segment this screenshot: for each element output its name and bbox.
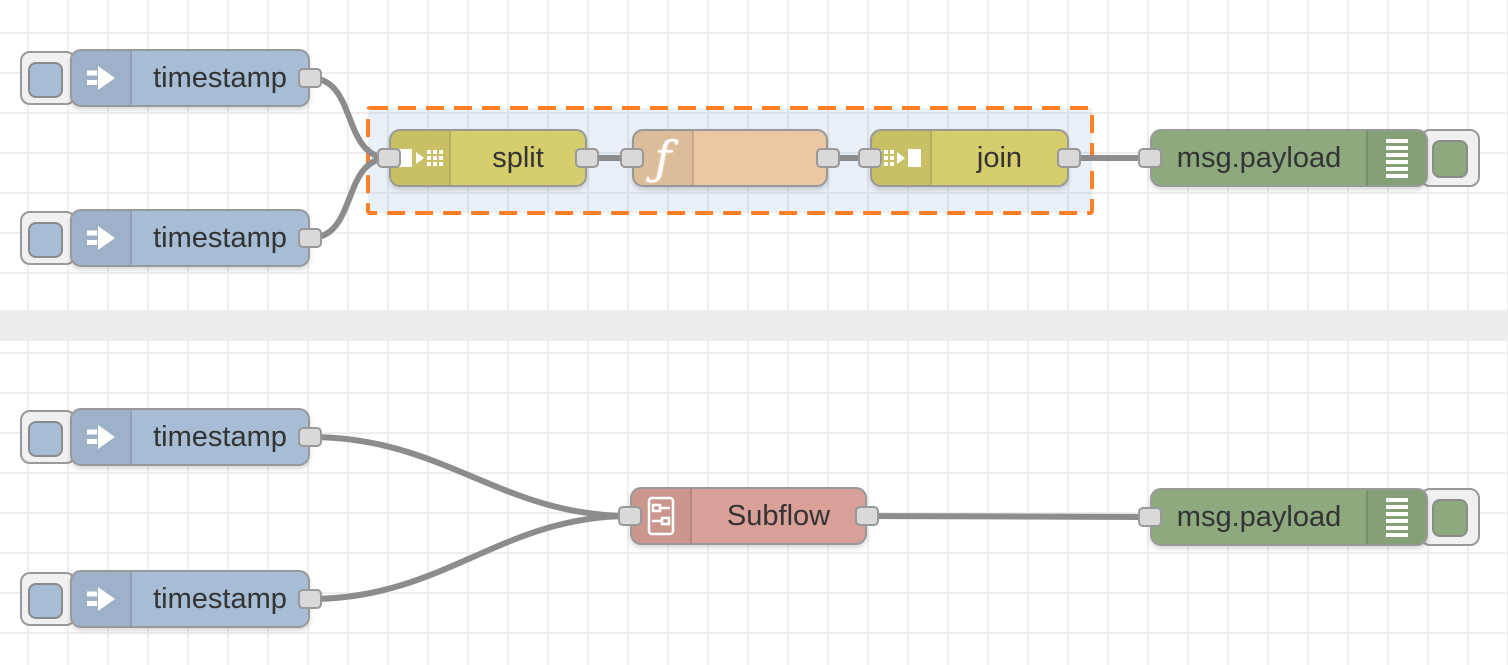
- wire-subflow-debug2[interactable]: [864, 513, 1153, 520]
- node-debug-1[interactable]: msg.payload: [1138, 129, 1480, 187]
- debug-button-face: [1432, 140, 1468, 178]
- subflow-icon: [647, 496, 675, 536]
- output-port[interactable]: [816, 148, 840, 168]
- inject-arrow-icon: [87, 587, 115, 611]
- wire-inject3-subflow[interactable]: [307, 434, 633, 519]
- node-icon-area: [72, 410, 132, 464]
- debug-list-icon: [1386, 139, 1408, 178]
- node-inject-3[interactable]: timestamp: [20, 408, 322, 466]
- output-port[interactable]: [298, 68, 322, 88]
- function-icon: ƒ: [654, 131, 672, 185]
- wire-inject4-subflow[interactable]: [307, 513, 633, 602]
- inject-trigger-button[interactable]: [20, 211, 76, 265]
- wire-inject2-split[interactable]: [307, 155, 392, 241]
- output-port[interactable]: [298, 589, 322, 609]
- node-inject-1[interactable]: timestamp: [20, 49, 322, 107]
- node-icon-area: [72, 572, 132, 626]
- debug-toggle-button[interactable]: [1420, 488, 1480, 546]
- wire-inject1-split[interactable]: [307, 75, 392, 161]
- output-port[interactable]: [855, 506, 879, 526]
- node-label: join: [976, 141, 1023, 174]
- inject-arrow-icon: [87, 66, 115, 90]
- node-icon-area: [72, 51, 132, 105]
- debug-toggle-button[interactable]: [1420, 129, 1480, 187]
- node-icon-area: [872, 131, 932, 185]
- output-port[interactable]: [298, 427, 322, 447]
- input-port[interactable]: [1138, 507, 1162, 527]
- inject-arrow-icon: [87, 226, 115, 250]
- output-port[interactable]: [298, 228, 322, 248]
- node-debug-2[interactable]: msg.payload: [1138, 488, 1480, 546]
- node-icon-area: [391, 131, 451, 185]
- node-icon-area: [1366, 131, 1426, 185]
- input-port[interactable]: [618, 506, 642, 526]
- join-icon: [878, 149, 921, 167]
- inject-button-face: [28, 421, 63, 457]
- debug-button-face: [1432, 499, 1468, 537]
- node-subflow[interactable]: Subflow: [618, 487, 879, 545]
- input-port[interactable]: [377, 148, 401, 168]
- node-label: timestamp: [153, 420, 287, 453]
- inject-trigger-button[interactable]: [20, 410, 76, 464]
- node-join[interactable]: join: [858, 129, 1081, 187]
- output-port[interactable]: [575, 148, 599, 168]
- inject-button-face: [28, 222, 63, 258]
- inject-trigger-button[interactable]: [20, 572, 76, 626]
- node-label: timestamp: [153, 221, 287, 254]
- input-port[interactable]: [620, 148, 644, 168]
- node-label: split: [492, 141, 544, 174]
- inject-button-face: [28, 62, 63, 98]
- node-label: timestamp: [153, 582, 287, 615]
- split-icon: [399, 149, 443, 167]
- node-inject-2[interactable]: timestamp: [20, 209, 322, 267]
- node-label: Subflow: [726, 499, 831, 532]
- node-icon-area: [1366, 490, 1426, 544]
- workspace-divider-band: [0, 310, 1508, 341]
- node-icon-area: ƒ: [634, 131, 694, 185]
- output-port[interactable]: [1057, 148, 1081, 168]
- node-icon-area: [72, 211, 132, 265]
- node-label: msg.payload: [1176, 500, 1342, 533]
- input-port[interactable]: [858, 148, 882, 168]
- node-split[interactable]: split: [377, 129, 599, 187]
- node-label: msg.payload: [1176, 141, 1342, 174]
- inject-trigger-button[interactable]: [20, 51, 76, 105]
- debug-list-icon: [1386, 498, 1408, 537]
- input-port[interactable]: [1138, 148, 1162, 168]
- node-inject-4[interactable]: timestamp: [20, 570, 322, 628]
- node-label: [694, 131, 826, 185]
- inject-arrow-icon: [87, 425, 115, 449]
- inject-button-face: [28, 583, 63, 619]
- node-label: timestamp: [153, 61, 287, 94]
- node-function[interactable]: ƒ: [620, 129, 840, 187]
- node-icon-area: [632, 489, 692, 543]
